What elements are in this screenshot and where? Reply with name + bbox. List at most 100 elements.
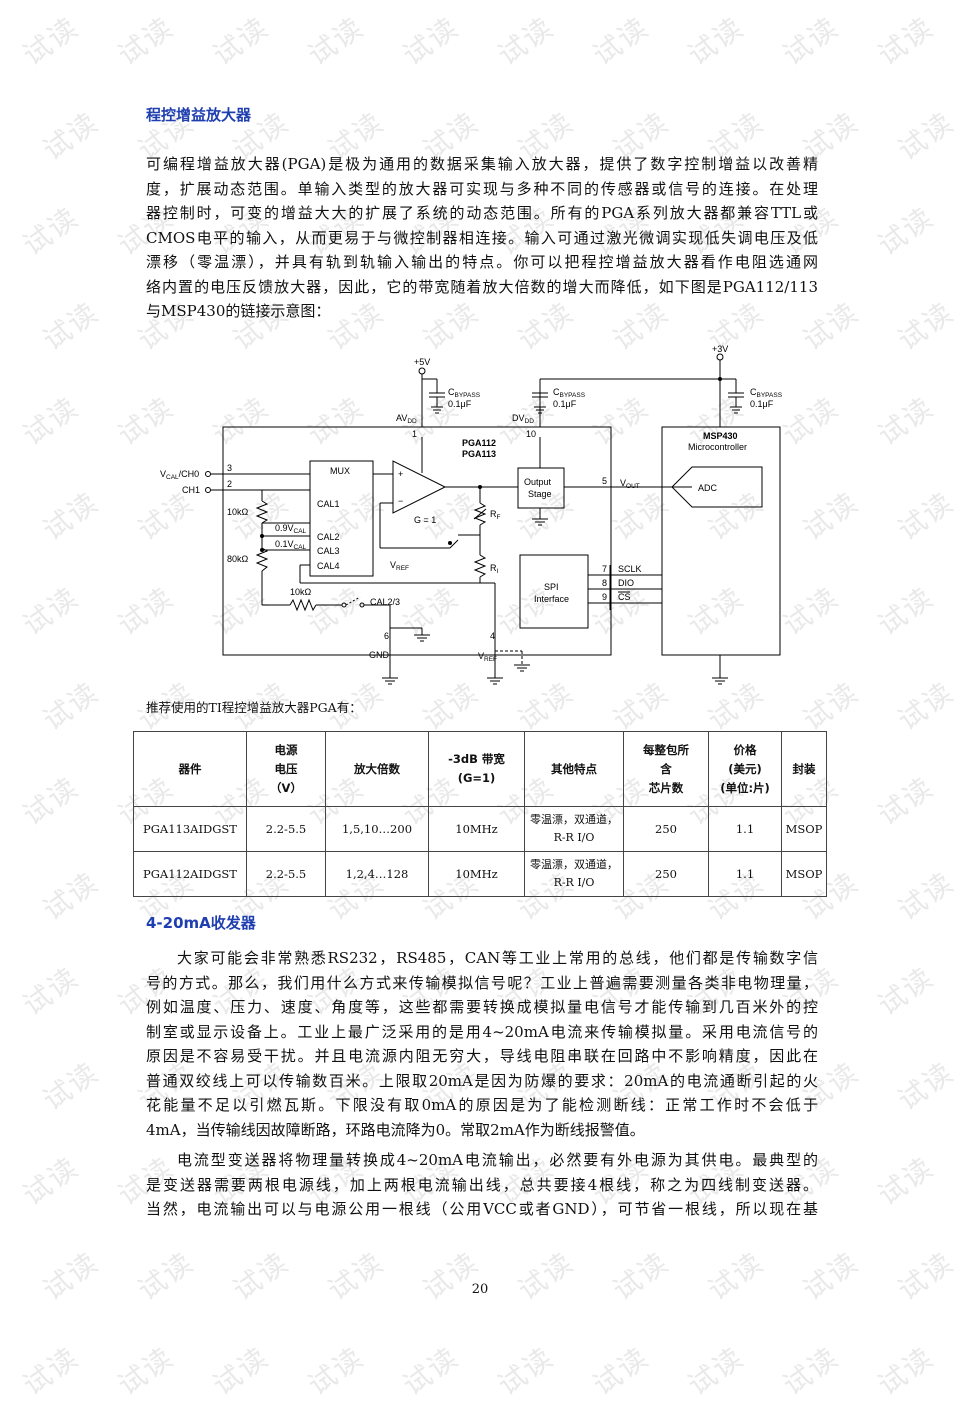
spi-label-1: SPI (544, 582, 559, 592)
svg-text:VREF: VREF (478, 651, 497, 663)
pga-line: 度，扩展动态范围。单输入类型的放大器可实现与多种不同的传感器或信号的连接。在处理 (146, 179, 818, 198)
vref-pin-sub: REF (484, 656, 497, 663)
pga-line: CMOS电平的输入，从而更易于与微控制器相连接。输入可通过激光微调实现低失调电压… (146, 228, 818, 247)
transceiver-line: 是变送器需要两根电源线，加上两根电流输出线，总共要接4根线，称之为四线制变送器。 (146, 1175, 818, 1194)
pga-line: 与MSP430的链接示意图： (146, 302, 331, 320)
output-stage-label-1: Output (524, 477, 552, 487)
vref-label: V (390, 560, 396, 570)
header-gain: 放大倍数 (325, 731, 429, 807)
opamp-plus: + (398, 469, 403, 479)
spi-label-2: Interface (534, 594, 569, 604)
cell-gain: 1,2,4…128 (325, 851, 429, 897)
pin-5: 5 (602, 476, 607, 486)
pga-spec-table: 器件 电源电压（V） 放大倍数 -3dB 带宽(G=1) 其他特点 每整包所含芯… (133, 731, 827, 897)
cell-device: PGA113AIDGST (133, 806, 247, 852)
pga-msp430-circuit-diagram: +5V CBYPASS 0.1μF AVDD 1 CBYPASS 0.1μF D… (160, 344, 783, 685)
svg-text:RI: RI (490, 563, 499, 575)
pga-line: 漂移（零温漂），并具有轨到轨输入输出的特点。你可以把程控增益放大器看作电阻选通网 (146, 253, 818, 271)
cap-value-label: 0.1μF (448, 399, 472, 409)
pin-6: 6 (384, 631, 389, 641)
table-row: PGA113AIDGST 2.2-5.5 1,5,10…200 10MHz 零温… (133, 806, 827, 852)
cbypass-sub-3: BYPASS (757, 392, 783, 399)
vref-pin-label: V (478, 651, 484, 661)
transceiver-paragraph-2: 电流型变送器将物理量转换成4~20mA电流输出，必然要有外电源为其供电。最典型的… (146, 1148, 818, 1222)
pin-1: 1 (412, 429, 417, 439)
cell-bandwidth: 10MHz (428, 806, 525, 852)
vout-label: V (620, 478, 626, 488)
cell-package: MSOP (781, 851, 827, 897)
mux-block (309, 460, 374, 577)
svg-text:CBYPASS: CBYPASS (750, 387, 783, 399)
ch1-label: CH1 (182, 485, 200, 495)
header-supply: 电源电压（V） (246, 731, 326, 807)
header-bandwidth: -3dB 带宽(G=1) (428, 731, 525, 807)
transceiver-line: 原因是不容易受干扰。并且电流源内阻无穷大，导线电阻串联在回路中不影响精度，因此在 (146, 1047, 818, 1065)
pga-line: 器控制时，可变的增益大大的扩展了系统的动态范围。所有的PGA系列放大器都兼容TT… (146, 204, 818, 222)
gnd-label: GND (369, 650, 390, 660)
vref-sub: REF (396, 565, 409, 572)
pga-paragraph: 可编程增益放大器(PGA)是极为通用的数据采集输入放大器，提供了数字控制增益以改… (146, 152, 818, 324)
cal2-label: CAL2 (317, 532, 340, 542)
cell-bandwidth: 10MHz (428, 851, 525, 897)
cbypass-label-3: C (750, 387, 757, 397)
v01-sub: CAL (294, 544, 307, 551)
cell-package: MSOP (781, 806, 827, 852)
svg-text:VREF: VREF (390, 560, 409, 572)
header-pack-qty: 每整包所含芯片数 (623, 731, 709, 807)
vcal-sub: CAL (166, 474, 179, 481)
pin-4: 4 (490, 631, 495, 641)
cap-value-label-3: 0.1μF (750, 399, 774, 409)
transceiver-line: 制室或显示设备上。工业上最广泛采用的是用4~20mA电流来传输模拟量。采用电流信… (146, 1022, 818, 1041)
table-row: PGA112AIDGST 2.2-5.5 1,2,4…128 10MHz 零温漂… (133, 851, 827, 897)
avdd-sub: DD (407, 418, 417, 425)
chip-name-2: PGA113 (462, 449, 496, 459)
vcal-label: V (160, 469, 166, 479)
page-number: 20 (471, 1282, 489, 1297)
pin-9: 9 (602, 592, 607, 602)
pin-10: 10 (526, 429, 536, 439)
ri-sub: I (497, 568, 499, 575)
cal3-label: CAL3 (317, 546, 340, 556)
transceiver-line: 花能量不足以引燃瓦斯。下限没有取0mA的原因是为了能检测断线：正常工作时不会低于 (146, 1096, 818, 1114)
mcu-name: MSP430 (703, 431, 738, 441)
svg-text:AVDD: AVDD (396, 413, 417, 425)
svg-text:CBYPASS: CBYPASS (448, 387, 481, 399)
v01-label: 0.1V (275, 539, 294, 549)
cell-price: 1.1 (708, 806, 782, 852)
transceiver-line: 普通双绞线上可以传输数百米。上限取20mA是因为防爆的要求：20mA的电流通断引… (146, 1071, 818, 1090)
vout-sub: OUT (626, 483, 640, 490)
header-price: 价格(美元)(单位:片) (708, 731, 782, 807)
transceiver-paragraph-1: 大家可能会非常熟悉RS232，RS485，CAN等工业上常用的总线，他们都是传输… (146, 946, 818, 1142)
mcu-sub: Microcontroller (688, 442, 747, 452)
header-features: 其他特点 (524, 731, 624, 807)
pin-3: 3 (227, 463, 232, 473)
pin-2: 2 (227, 479, 232, 489)
svg-text:DVDD: DVDD (512, 413, 534, 425)
gain-label: G = 1 (414, 515, 436, 525)
header-package: 封装 (781, 731, 827, 807)
table-header-row: 器件 电源电压（V） 放大倍数 -3dB 带宽(G=1) 其他特点 每整包所含芯… (133, 731, 827, 807)
sclk-label: SCLK (618, 564, 642, 574)
pga-line: 络内置的电压反馈放大器，因此，它的带宽随着放大倍数的增大而降低，如下图是PGA1… (146, 277, 818, 296)
v09-label: 0.9V (275, 523, 294, 533)
dvdd-sub: DD (525, 418, 535, 425)
cbypass-label: C (448, 387, 455, 397)
cell-device: PGA112AIDGST (133, 851, 247, 897)
cal4-label: CAL4 (317, 561, 340, 571)
spi-block (519, 554, 589, 629)
section-heading-transceiver: 4-20mA收发器 (146, 914, 256, 932)
output-stage-label-2: Stage (528, 489, 552, 499)
svg-text:VCAL/CH0: VCAL/CH0 (160, 469, 199, 481)
label-5v: +5V (414, 357, 430, 367)
adc-block (671, 466, 763, 508)
cal23-label: CAL2/3 (370, 597, 400, 607)
cbypass-label-2: C (553, 387, 560, 397)
cell-pack-qty: 250 (623, 851, 709, 897)
cal1-label: CAL1 (317, 499, 340, 509)
v09-sub: CAL (294, 528, 307, 535)
pin-7: 7 (602, 564, 607, 574)
transceiver-line: 号的方式。那么，我们用什么方式来传输模拟信号呢？工业上普遍需要测量各类非电物理量… (146, 973, 818, 992)
msp430-outline (661, 426, 781, 656)
dio-label: DIO (618, 578, 634, 588)
r80k-label: 80kΩ (227, 554, 249, 564)
